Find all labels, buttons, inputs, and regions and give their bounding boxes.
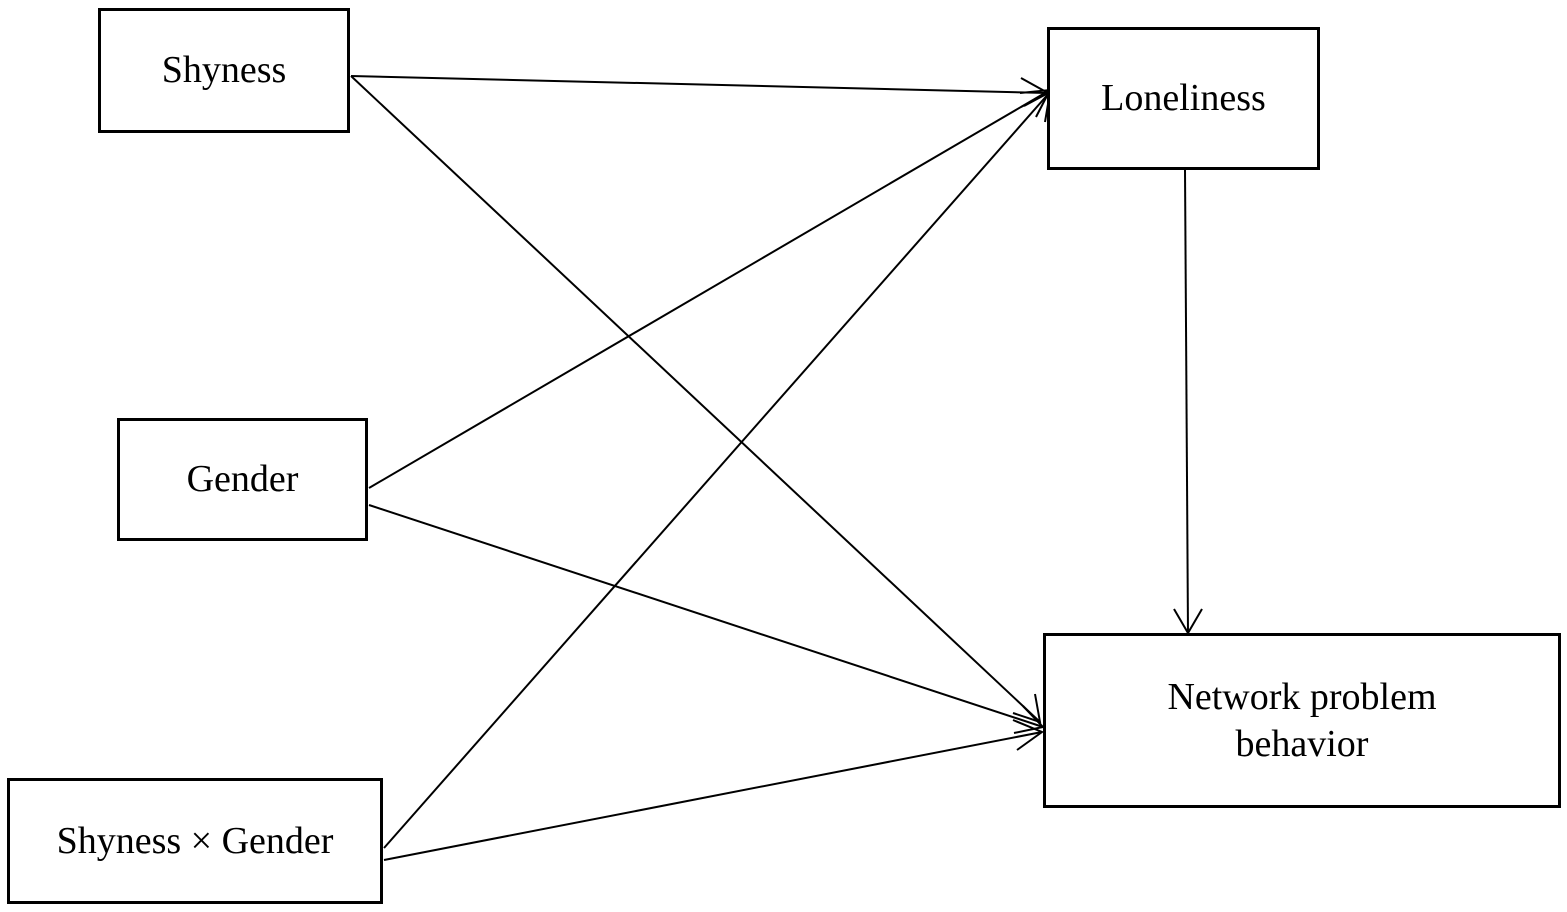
- loneliness-label: Loneliness: [1101, 77, 1266, 119]
- arrow-interaction-to-loneliness: [383, 90, 1052, 849]
- shyness-box: Shyness: [98, 8, 350, 133]
- interaction-label: Shyness × Gender: [56, 819, 334, 862]
- gender-box: Gender: [117, 418, 368, 541]
- network-problem-behavior-box: Network problem behavior: [1043, 633, 1561, 808]
- shyness-label: Shyness: [161, 49, 287, 91]
- arrow-loneliness-to-outcome: [1173, 169, 1203, 635]
- arrow-gender-to-outcome: [368, 504, 1045, 734]
- arrow-shyness-to-loneliness: [350, 75, 1051, 108]
- outcome-label-line2: behavior: [1235, 722, 1369, 765]
- arrow-gender-to-loneliness: [368, 88, 1052, 489]
- gender-label: Gender: [186, 458, 299, 500]
- shyness-gender-interaction-box: Shyness × Gender: [7, 778, 383, 904]
- arrow-shyness-to-outcome: [350, 75, 1042, 724]
- outcome-label-line1: Network problem: [1167, 675, 1437, 718]
- loneliness-box: Loneliness: [1047, 27, 1320, 170]
- arrow-interaction-to-outcome: [383, 719, 1045, 861]
